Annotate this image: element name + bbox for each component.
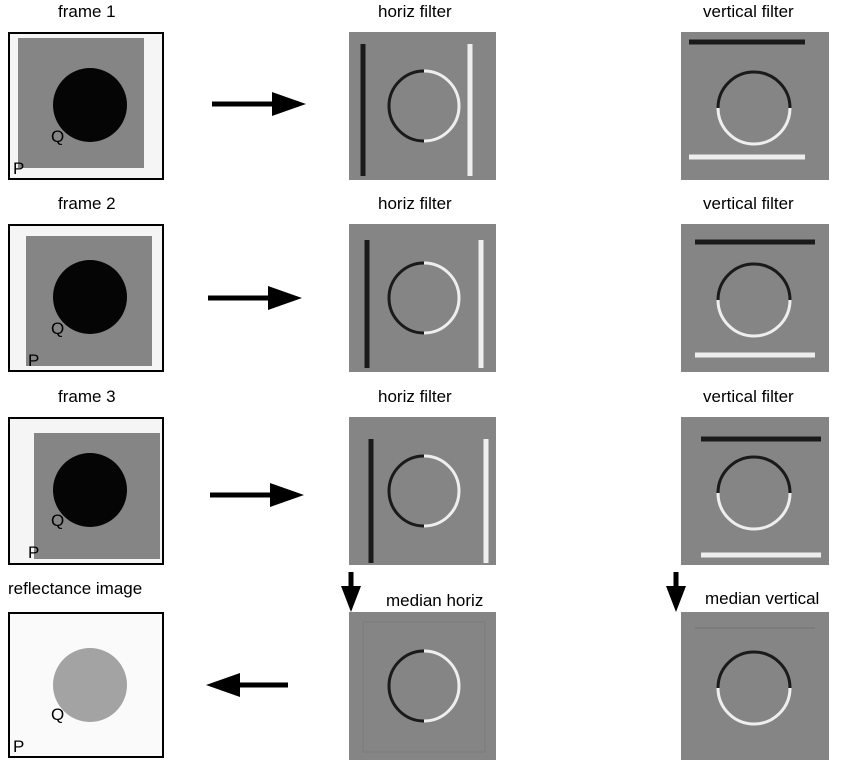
reflectance-image	[8, 612, 164, 758]
reflectance-image-label: reflectance image	[8, 579, 143, 598]
point-p-label: P	[28, 543, 40, 562]
point-q-label: Q	[51, 319, 65, 338]
point-p-label: P	[13, 159, 25, 178]
horiz-filter-3-label: horiz filter	[378, 387, 452, 406]
right-arrow-icon	[210, 483, 304, 507]
frame-2-image	[8, 224, 164, 372]
point-q-label: Q	[51, 127, 65, 146]
median-vertical-image	[681, 612, 829, 760]
left-arrow-icon	[206, 673, 288, 697]
down-arrow-icon	[666, 572, 686, 612]
vertical-filter-3-label: vertical filter	[703, 387, 794, 406]
vertical-filter-1-label: vertical filter	[703, 2, 794, 21]
horiz-filter-2-image	[349, 224, 496, 372]
median-horiz-image	[349, 612, 496, 760]
horiz-filter-3-image	[349, 417, 496, 565]
frame-1-label: frame 1	[58, 2, 116, 21]
vertical-filter-1-image	[681, 32, 829, 180]
horiz-filter-1-image	[349, 32, 496, 180]
horiz-filter-1-label: horiz filter	[378, 2, 452, 21]
frame-1-image	[8, 32, 164, 180]
right-arrow-icon	[208, 286, 302, 310]
frame-3-image	[8, 417, 164, 565]
horiz-filter-2-label: horiz filter	[378, 194, 452, 213]
down-arrow-icon	[341, 572, 361, 612]
vertical-filter-2-image	[681, 224, 829, 372]
right-arrow-icon	[212, 92, 306, 116]
frame-2-label: frame 2	[58, 194, 116, 213]
vertical-filter-2-label: vertical filter	[703, 194, 794, 213]
median-horiz-label: median horiz	[386, 591, 484, 610]
frame-3-label: frame 3	[58, 387, 116, 406]
point-p-label: P	[28, 351, 40, 370]
median-vertical-label: median vertical	[705, 589, 820, 608]
point-q-label: Q	[51, 511, 65, 530]
vertical-filter-3-image	[681, 417, 829, 565]
point-q-label: Q	[51, 705, 65, 724]
point-p-label: P	[13, 737, 25, 756]
